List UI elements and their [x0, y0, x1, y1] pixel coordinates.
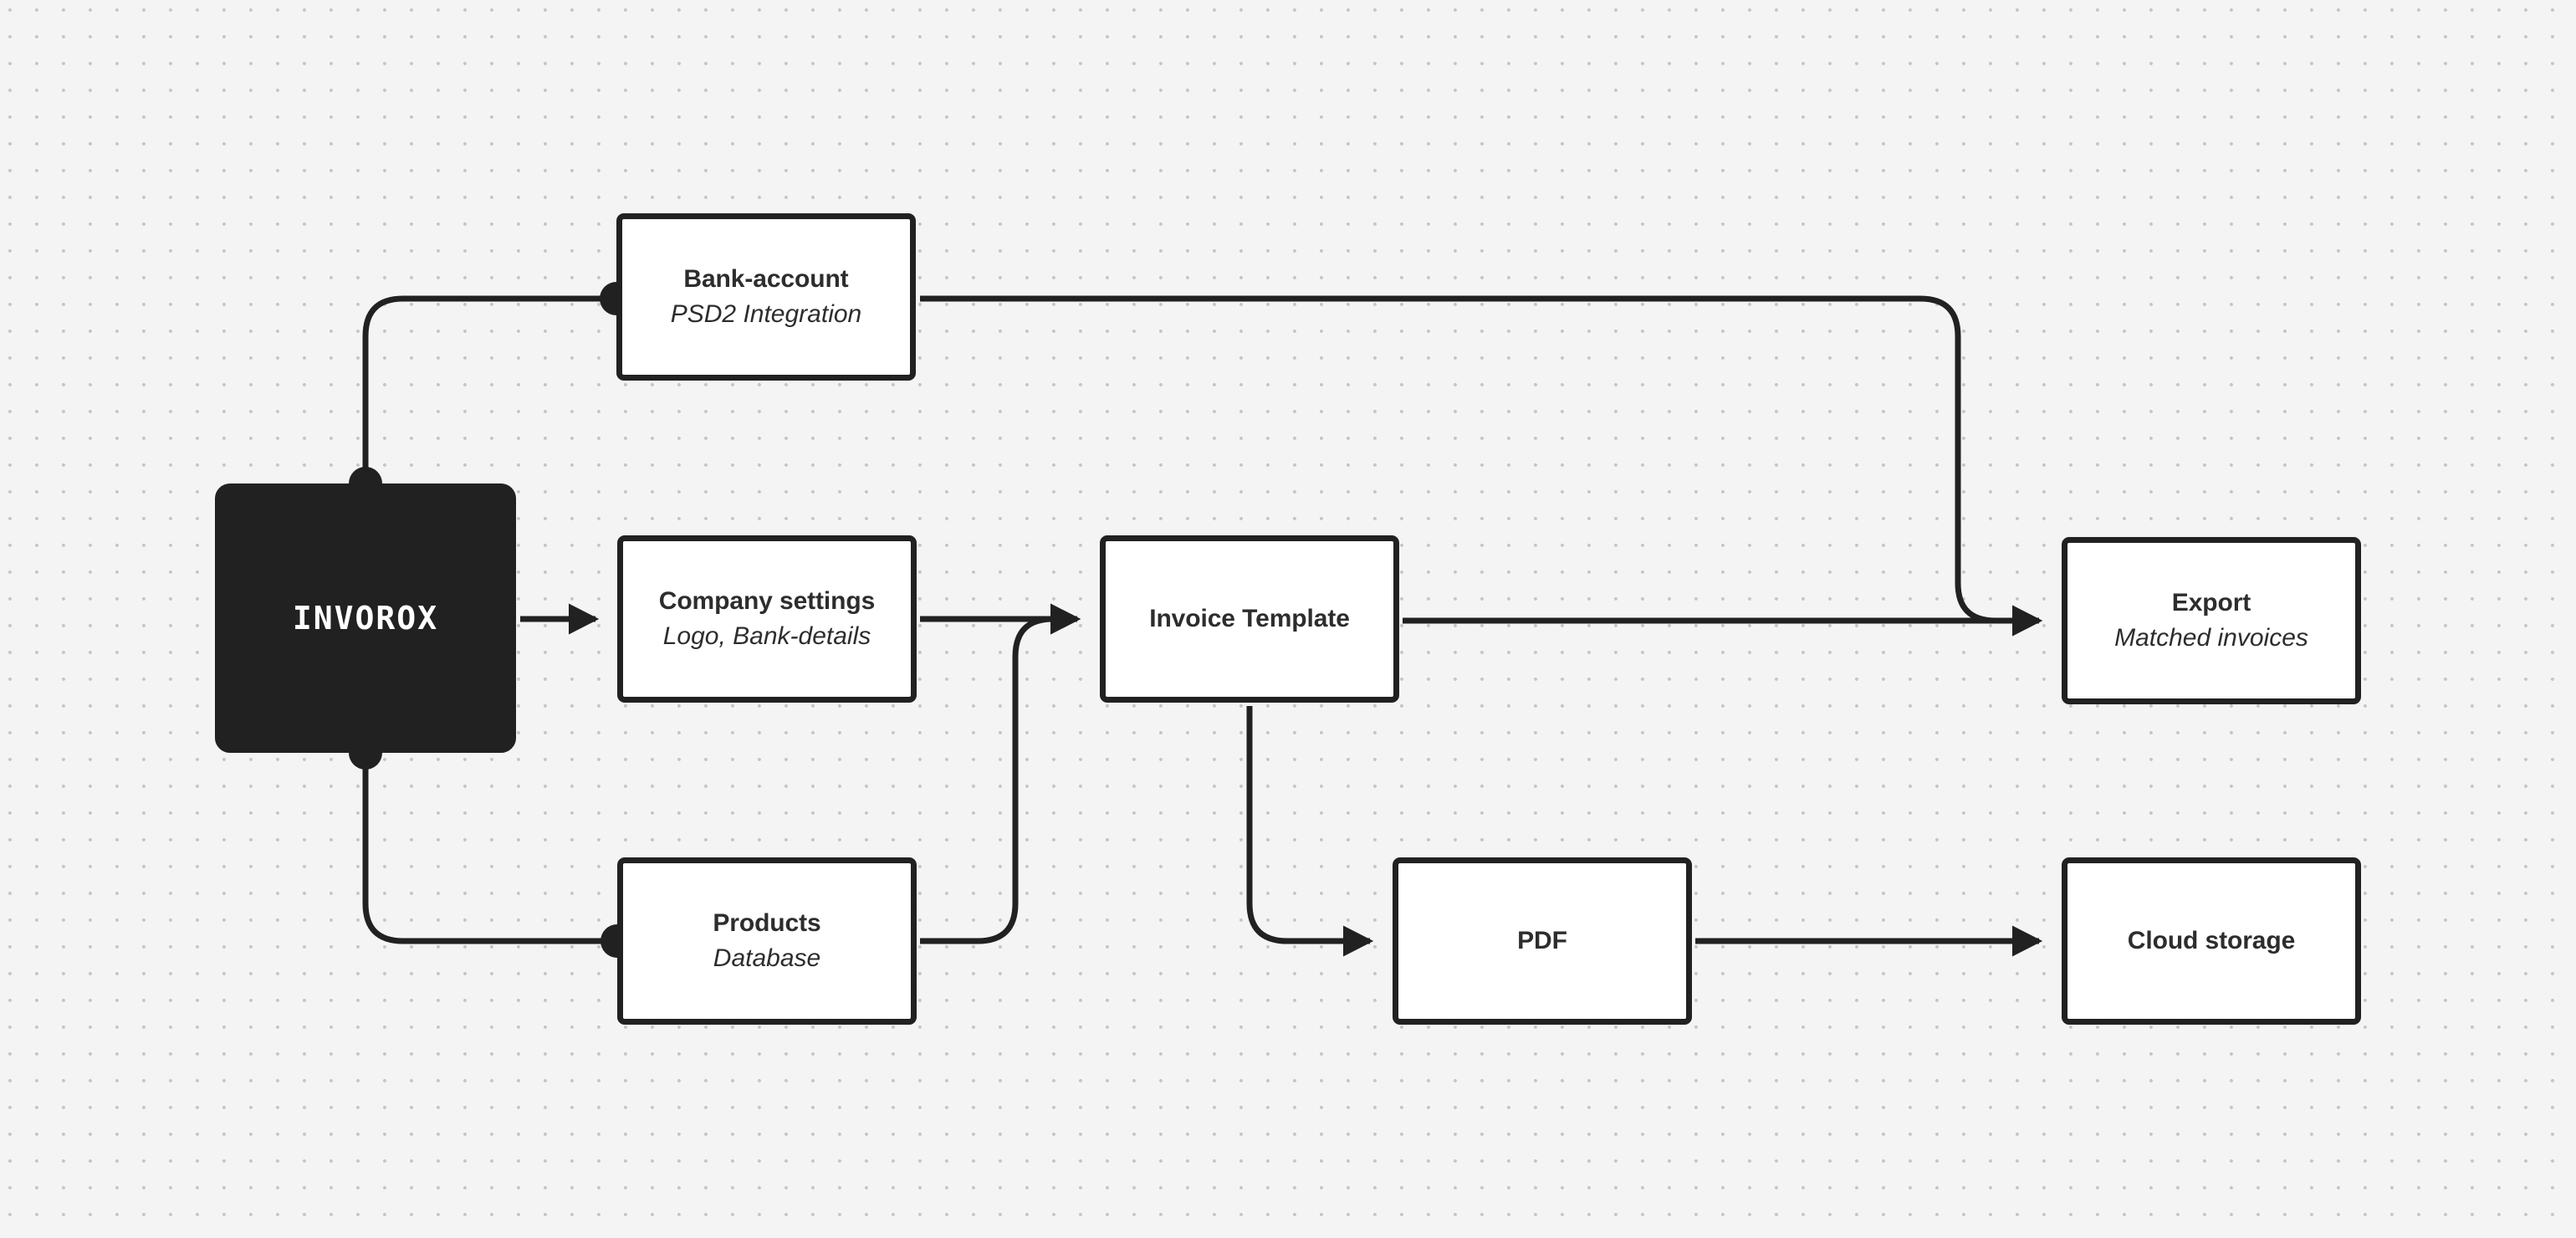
- edge-invoice-template-to-pdf: [1246, 706, 1374, 957]
- node-subtitle: Logo, Bank-details: [662, 622, 871, 650]
- node-title: Export: [2171, 589, 2251, 617]
- node-title: Invoice Template: [1149, 604, 1350, 632]
- node-title: Products: [713, 909, 821, 938]
- edge-invorox-to-bank-account: [362, 295, 616, 483]
- node-invoice-template[interactable]: Invoice Template: [1100, 535, 1399, 703]
- node-subtitle: PSD2 Integration: [670, 299, 862, 328]
- node-title: Cloud storage: [2127, 926, 2296, 954]
- edge-invorox-to-products: [362, 753, 617, 944]
- edge-bank-account-to-export: [920, 295, 2043, 637]
- node-cloud-storage[interactable]: Cloud storage: [2062, 857, 2361, 1025]
- node-pdf[interactable]: PDF: [1393, 857, 1692, 1025]
- node-subtitle: Matched invoices: [2114, 623, 2308, 652]
- node-title: Company settings: [658, 587, 876, 616]
- node-subtitle: Database: [713, 944, 821, 972]
- node-title: INVOROX: [292, 599, 439, 637]
- node-title: Bank-account: [683, 265, 849, 294]
- node-title: PDF: [1517, 926, 1567, 954]
- brand-node-invorox[interactable]: INVOROX: [215, 483, 516, 753]
- edge-products-to-invoice-template: [920, 603, 1081, 944]
